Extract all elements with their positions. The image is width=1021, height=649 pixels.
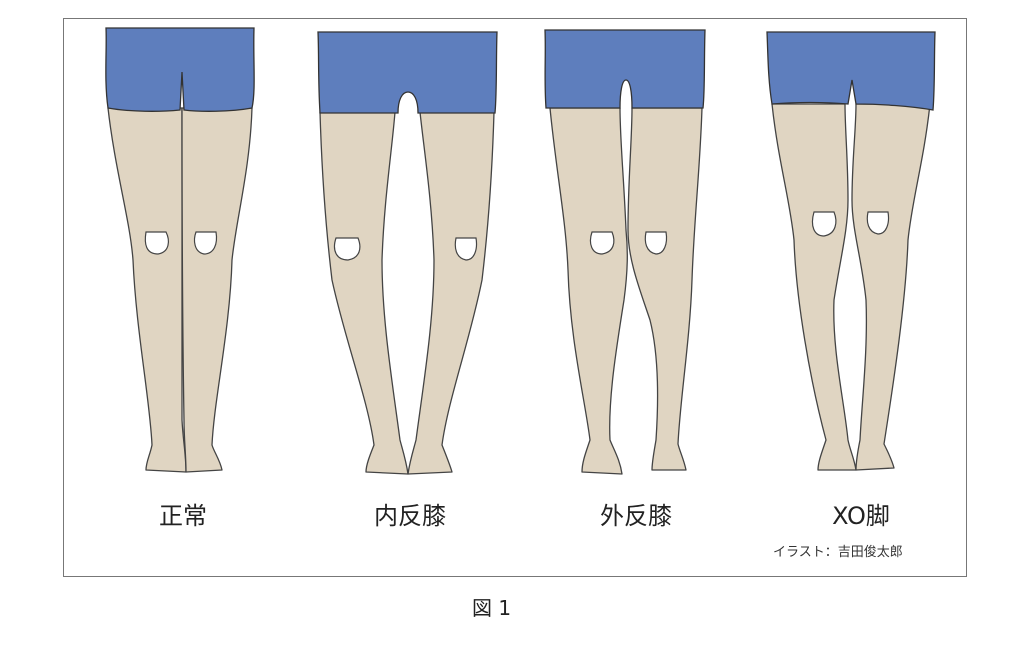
kneecap	[333, 237, 361, 261]
figure-caption: 図 1	[472, 596, 512, 620]
kneecap	[589, 231, 615, 255]
left-leg	[549, 107, 628, 475]
figure-bow-legs	[317, 31, 498, 475]
kneecap	[144, 231, 169, 255]
left-leg	[107, 107, 187, 473]
shorts	[766, 31, 936, 111]
illustrator-credit: イラスト：吉田俊太郎	[773, 545, 903, 560]
right-leg	[627, 107, 703, 471]
figure-knock-knees	[544, 29, 706, 475]
label-xo-legs: XO脚	[832, 502, 890, 530]
figure-normal	[105, 27, 255, 473]
left-leg	[771, 103, 857, 471]
kneecap	[866, 211, 890, 235]
figure-frame	[63, 18, 967, 577]
right-leg	[851, 103, 931, 471]
figure-xo-legs	[766, 31, 936, 471]
label-bow-legs: 内反膝	[374, 502, 446, 530]
kneecap	[454, 237, 478, 261]
right-leg	[407, 111, 495, 475]
right-leg	[181, 107, 253, 473]
shorts	[317, 31, 498, 114]
kneecap	[644, 231, 668, 255]
shorts	[544, 29, 706, 109]
kneecap	[193, 231, 218, 255]
label-normal: 正常	[159, 502, 207, 530]
shorts	[105, 27, 255, 112]
kneecap	[811, 211, 837, 237]
label-knock-knees: 外反膝	[600, 502, 672, 530]
left-leg	[319, 111, 409, 475]
